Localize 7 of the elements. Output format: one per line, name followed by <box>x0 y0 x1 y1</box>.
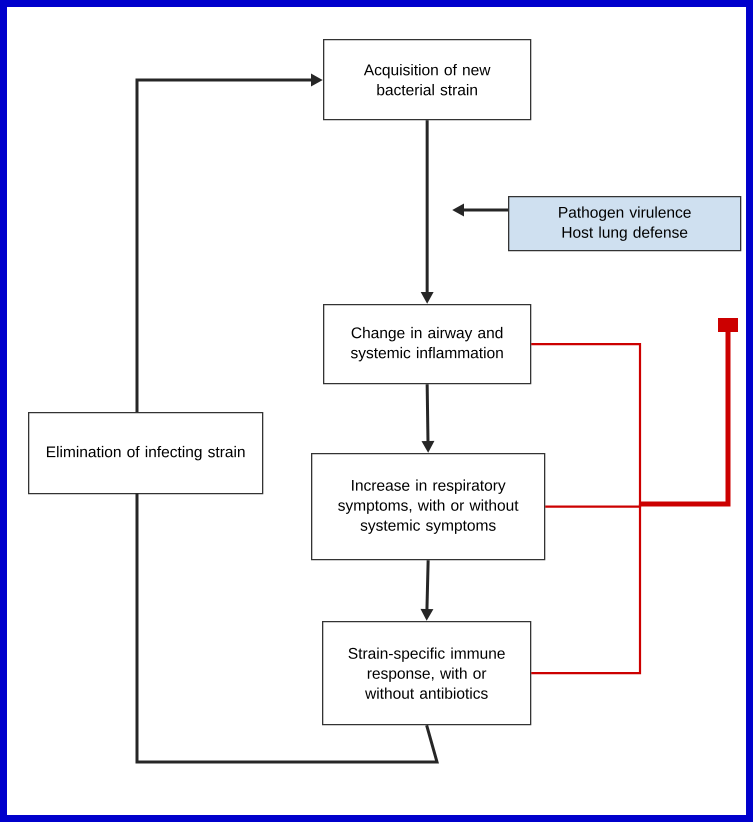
process-box: Change in airway and systemic inflammation <box>323 304 532 384</box>
process-box: Elimination of infecting strain <box>28 412 264 494</box>
factor-box: Pathogen virulence Host lung defense <box>508 196 742 252</box>
process-box: Acquisition of new bacterial strain <box>323 39 532 120</box>
process-box: Strain-specific immune response, with or without antibiotics <box>322 621 532 726</box>
process-box: Increase in respiratory symptoms, with or without systemic symptoms <box>311 453 546 560</box>
bracket-arrow <box>640 318 738 506</box>
